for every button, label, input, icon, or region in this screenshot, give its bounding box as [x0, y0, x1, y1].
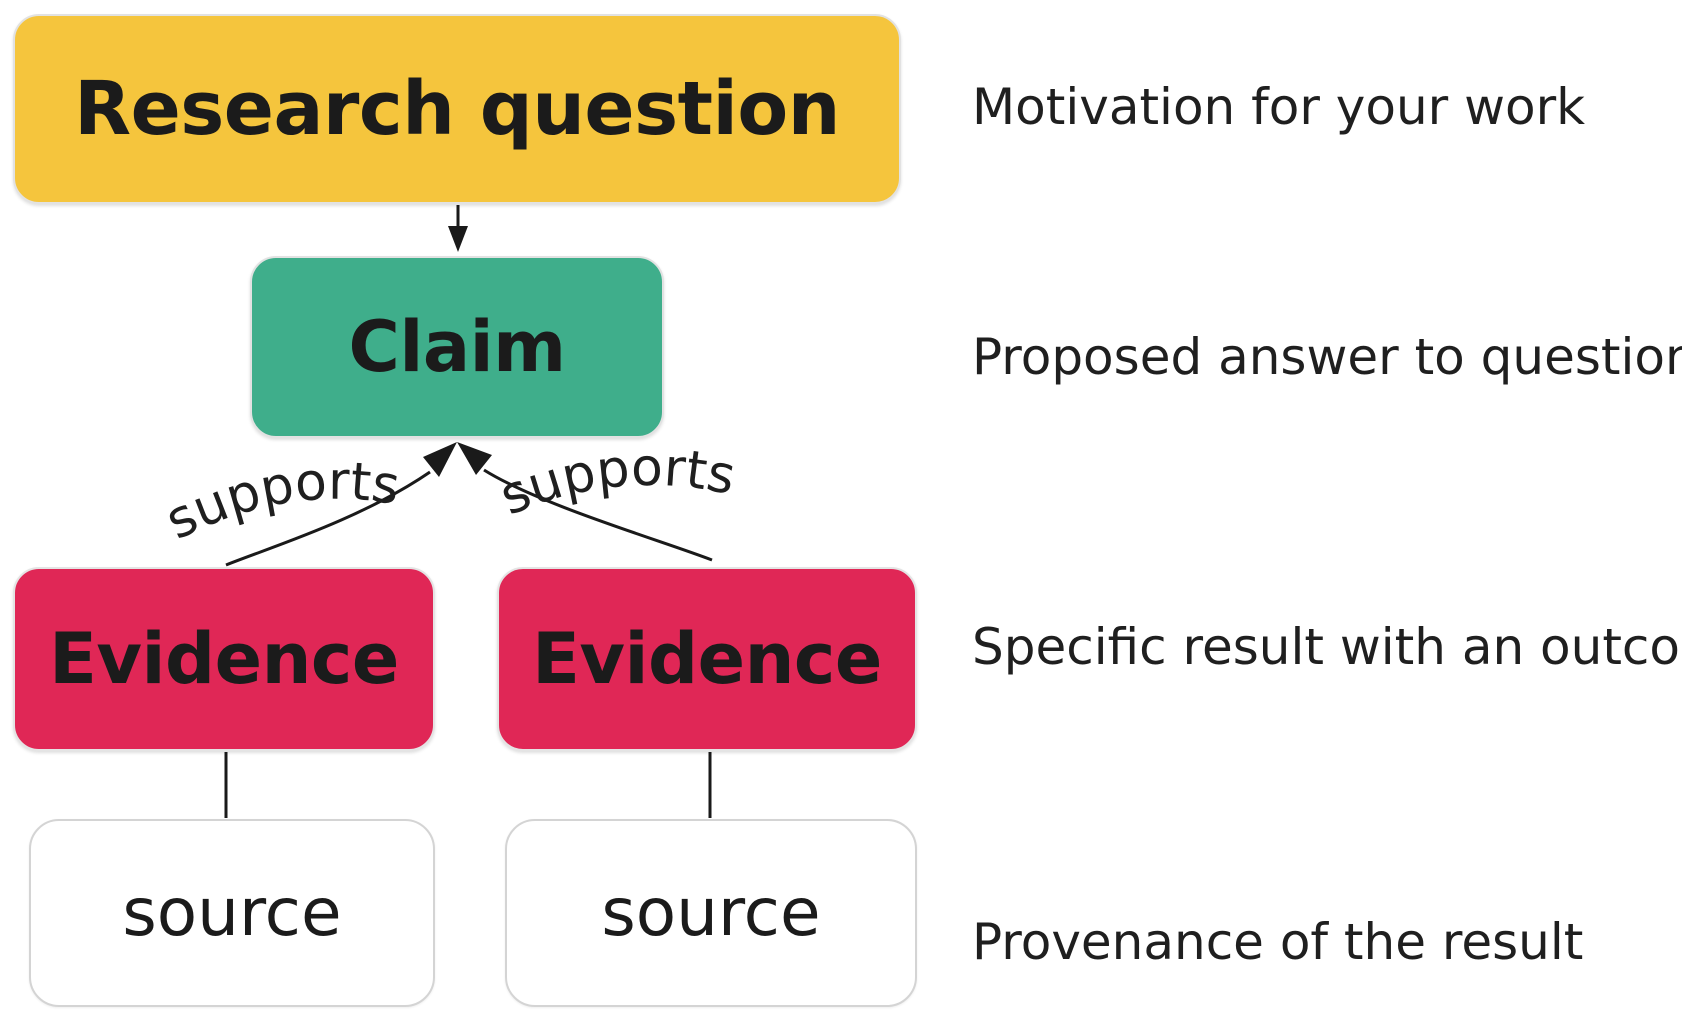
- node-research-question-label: Research question: [74, 66, 840, 152]
- node-source-right[interactable]: source: [505, 819, 917, 1007]
- annotation-evidence: Specific result with an outcome: [972, 618, 1682, 676]
- edge-evidence-right-to-claim: [457, 442, 713, 562]
- node-evidence-left[interactable]: Evidence: [13, 567, 435, 751]
- node-source-left-label: source: [122, 874, 342, 951]
- node-claim-label: Claim: [348, 306, 566, 388]
- annotation-claim: Proposed answer to question: [972, 328, 1682, 386]
- edge-label-supports-left: supports: [157, 452, 404, 552]
- node-claim[interactable]: Claim: [250, 256, 664, 438]
- annotation-research-question: Motivation for your work: [972, 78, 1586, 136]
- node-source-right-label: source: [601, 874, 821, 951]
- edge-evidence-left-to-claim: [225, 442, 457, 567]
- edge-question-to-claim: [448, 205, 468, 252]
- node-source-left[interactable]: source: [29, 819, 435, 1007]
- node-evidence-right-label: Evidence: [532, 618, 882, 700]
- edge-label-supports-right: supports: [492, 438, 741, 528]
- node-evidence-right[interactable]: Evidence: [497, 567, 917, 751]
- annotation-source: Provenance of the result: [972, 913, 1584, 971]
- node-evidence-left-label: Evidence: [49, 618, 399, 700]
- node-research-question[interactable]: Research question: [13, 14, 901, 204]
